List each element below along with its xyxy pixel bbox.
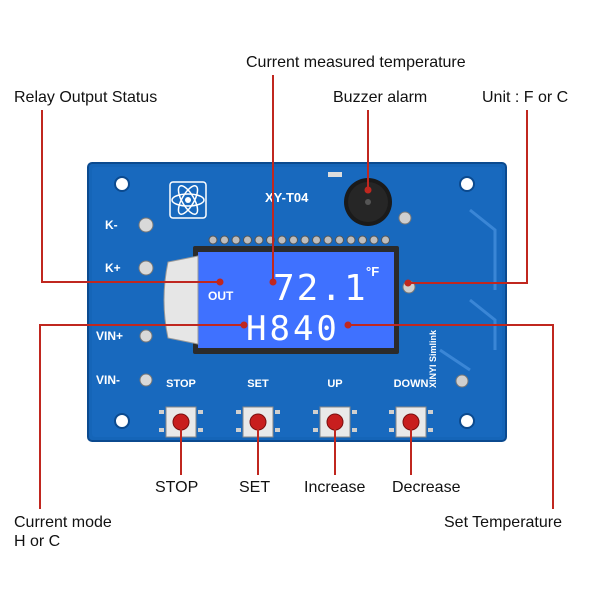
- button-leg: [389, 410, 394, 414]
- smd-chip: [328, 172, 342, 177]
- lcd-pin: [208, 235, 218, 245]
- set-button-cap[interactable]: [249, 413, 267, 431]
- lcd-pin: [323, 235, 333, 245]
- lcd-unit: °F: [366, 264, 379, 279]
- brand-text: XINYI Simlink: [428, 329, 438, 388]
- set-label: SET: [239, 479, 271, 496]
- screw-right-1: [398, 211, 412, 225]
- lcd-pin: [231, 235, 241, 245]
- button-leg: [275, 410, 280, 414]
- terminal-screw-vin-minus: [139, 373, 153, 387]
- button-leg: [352, 410, 357, 414]
- lcd-temperature: 72.1: [273, 268, 368, 309]
- increase-label: Increase: [304, 479, 366, 496]
- pcb-traces-right: [439, 208, 497, 372]
- button-leg: [236, 410, 241, 414]
- lcd-mode-value: H840: [246, 309, 340, 349]
- lcd-pin: [243, 235, 252, 245]
- terminal-k-minus: K-: [105, 218, 118, 232]
- button-leg: [236, 428, 241, 432]
- mount-hole-top-left: [114, 176, 130, 192]
- lcd-pin-header: [208, 235, 390, 245]
- button-leg: [428, 428, 433, 432]
- terminal-k-plus: K+: [105, 261, 121, 275]
- lcd-pin: [381, 235, 390, 245]
- lcd-pin: [277, 235, 287, 245]
- terminal-screw-k-minus: [138, 217, 154, 233]
- unit-label: Unit : F or C: [482, 89, 569, 106]
- current-mode-sub-label: H or C: [14, 533, 61, 550]
- relay-output-status-label: Relay Output Status: [14, 89, 158, 106]
- screw-right-3: [455, 374, 469, 388]
- set-temperature-label: Set Temperature: [444, 514, 562, 531]
- button-leg: [159, 410, 164, 414]
- button-leg: [275, 428, 280, 432]
- leader-lines: [39, 75, 554, 509]
- up-button-cap[interactable]: [326, 413, 344, 431]
- mount-hole-bottom-right: [459, 413, 475, 429]
- atom-logo-icon: [169, 181, 207, 219]
- leader-relay-output: [41, 110, 220, 283]
- down-button-label: DOWN: [394, 378, 429, 390]
- mount-hole-bottom-left: [114, 413, 130, 429]
- lcd-pin: [220, 235, 229, 245]
- lcd-pin: [289, 235, 298, 245]
- button-leg: [389, 428, 394, 432]
- decrease-label: Decrease: [392, 479, 461, 496]
- leader-unit: [408, 110, 528, 284]
- lcd-screen: [198, 252, 394, 348]
- lcd-pin: [300, 235, 310, 245]
- lcd-backlight-tab: [163, 255, 199, 345]
- buzzer: [344, 178, 392, 226]
- current-mode-label: Current mode: [14, 514, 112, 531]
- stop-button-label: STOP: [166, 378, 196, 390]
- down-button-cap[interactable]: [402, 413, 420, 431]
- button-leg: [313, 410, 318, 414]
- button-leg: [352, 428, 357, 432]
- lcd-pin: [312, 235, 321, 245]
- set-button-label: SET: [247, 378, 269, 390]
- terminal-vin-minus: VIN-: [96, 373, 120, 387]
- leader-current-mode: [39, 324, 244, 509]
- set-button[interactable]: SET: [236, 378, 280, 438]
- button-leg: [198, 428, 203, 432]
- lcd-glow: [198, 252, 394, 348]
- buzzer-alarm-label: Buzzer alarm: [333, 89, 428, 106]
- button-leg: [159, 428, 164, 432]
- lcd-pin: [358, 235, 367, 245]
- current-temperature-label: Current measured temperature: [246, 54, 466, 71]
- lcd-out-text: OUT: [208, 289, 234, 303]
- terminal-screw-k-plus: [138, 260, 154, 276]
- leader-set-temperature: [348, 324, 554, 509]
- stop-button-cap[interactable]: [172, 413, 190, 431]
- button-leg: [198, 410, 203, 414]
- lcd-pin: [369, 235, 379, 245]
- lcd-pin: [254, 235, 264, 245]
- button-leg: [428, 410, 433, 414]
- mount-hole-top-right: [459, 176, 475, 192]
- lcd-pin: [335, 235, 344, 245]
- up-button-label: UP: [327, 378, 342, 390]
- leader-endpoints: [216, 186, 412, 329]
- button-leg: [313, 428, 318, 432]
- lcd-pin: [346, 235, 356, 245]
- model-text: XY-T04: [265, 190, 309, 205]
- terminal-vin-plus: VIN+: [96, 329, 123, 343]
- stop-label: STOP: [155, 479, 199, 496]
- terminal-screw-vin-plus: [139, 329, 153, 343]
